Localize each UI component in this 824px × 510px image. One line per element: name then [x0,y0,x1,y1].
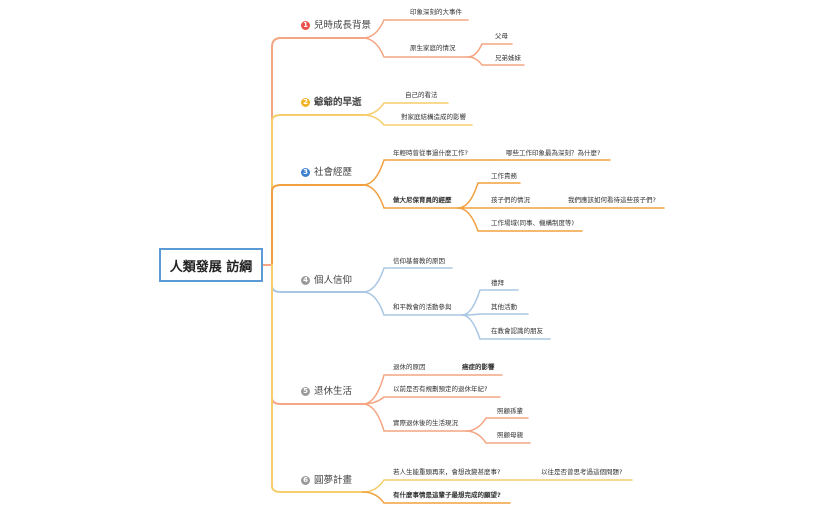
topic-4-label: 個人信仰 [314,275,353,286]
node-1b[interactable]: 原生家庭的情況 [410,44,456,52]
topic-1[interactable]: 1 兒時成長背景 [301,21,371,31]
node-1b1[interactable]: 父母 [495,32,508,40]
node-6b[interactable]: 有什麼事情是這輩子最想完成的願望? [393,491,501,499]
topic-6-label: 圓夢計畫 [314,475,353,486]
number-2-icon: 2 [301,98,310,107]
topic-4[interactable]: 4 個人信仰 [301,276,352,286]
branch-3b [362,184,459,209]
node-4b2[interactable]: 其他活動 [491,303,517,311]
node-5c2[interactable]: 照顧母親 [497,431,523,439]
node-3a[interactable]: 年輕時曾從事過什麼工作? [393,149,468,157]
node-4b1[interactable]: 禮拜 [491,279,504,287]
branch-4b2 [461,313,529,316]
branch-5b [362,396,501,405]
node-3b3[interactable]: 工作場域(同事、機構制度等) [491,219,575,227]
node-3b2[interactable]: 孩子們的情況 [491,196,530,204]
node-5c[interactable]: 實際退休後的生活現況 [393,419,458,427]
topic-2-label: 爺爺的早逝 [314,97,362,108]
node-3b1[interactable]: 工作責務 [491,172,517,180]
topic-3-label: 社會經歷 [314,167,353,178]
branch-4b [362,291,463,316]
node-5b[interactable]: 以前是否有規劃預定的退休年紀? [393,385,488,393]
node-2b[interactable]: 對家庭結構造成的影響 [401,113,466,121]
branch-4b3 [461,314,551,340]
trunk-topic-3 [271,184,364,266]
topic-3[interactable]: 3 社會經歷 [301,168,352,178]
number-4-icon: 4 [301,276,310,285]
node-3a1[interactable]: 哪些工作印象最為深刻？為什麼? [506,149,601,157]
node-4a[interactable]: 信仰基督教的原因 [393,257,445,265]
branch-5c [362,403,467,432]
topic-1-label: 兒時成長背景 [314,20,372,31]
topic-5-label: 退休生活 [314,386,353,397]
topic-2[interactable]: 2 爺爺的早逝 [301,98,362,108]
branch-1b2 [467,56,525,66]
node-5a[interactable]: 退休的原因 [393,363,426,371]
node-1a[interactable]: 印象深刻的大事件 [410,8,462,16]
node-2a[interactable]: 自己的看法 [405,91,438,99]
number-5-icon: 5 [301,387,310,396]
branch-2b [362,114,473,126]
branch-4a [362,267,453,293]
node-5c1[interactable]: 照顧孫輩 [497,407,523,415]
root-node[interactable]: 人類發展 訪綱 [159,248,263,282]
node-4b3[interactable]: 在教會認識的朋友 [491,327,543,335]
branch-5c2 [465,430,531,444]
node-6a1[interactable]: 以往是否曾思考過這個問題? [541,468,623,476]
number-1-icon: 1 [301,21,310,30]
branch-5c1 [465,417,529,432]
node-3b2a[interactable]: 我們應該如何看待這些孩子們? [568,196,656,204]
branch-3b3 [457,207,583,232]
trunk-topic-2 [271,114,364,266]
branch-1b [362,37,469,58]
node-3b[interactable]: 做大尼保育員的經歷 [393,196,452,204]
root-label: 人類發展 訪綱 [169,259,253,275]
topic-6[interactable]: 6 圓夢計畫 [301,476,352,486]
branch-3a [362,159,493,186]
number-3-icon: 3 [301,168,310,177]
node-4b[interactable]: 和平教會的活動參與 [393,303,452,311]
branch-6b [362,491,511,504]
branch-1a [362,19,469,39]
trunk-topic-6 [271,264,364,493]
number-6-icon: 6 [301,476,310,485]
node-6a[interactable]: 若人生能重頭再來，會想改變甚麼事? [393,468,501,476]
node-5a1[interactable]: 癌症的影響 [462,363,495,371]
trunk-topic-1 [271,37,364,266]
topic-5[interactable]: 5 退休生活 [301,387,352,397]
node-1b2[interactable]: 兄弟姊妹 [495,54,521,62]
